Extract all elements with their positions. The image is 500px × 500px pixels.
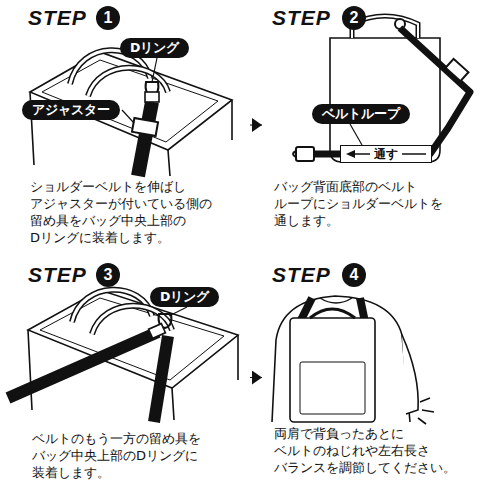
belt-clip — [145, 92, 159, 102]
step-panel: STEP ベルトのもう一方の留め具を バッグ中央上部のDリングに 装着します。 3D… — [0, 255, 250, 500]
step-description: ベルトのもう一方の留め具を バッグ中央上部のDリングに 装着します。 — [32, 430, 242, 481]
callout-label: Dリング — [130, 38, 179, 58]
belt-hook — [293, 151, 296, 157]
person-arm — [402, 335, 418, 414]
callout-label: Dリング — [160, 287, 209, 307]
shoulder-belt — [154, 336, 168, 422]
step-description: 両肩で背負ったあとに ベルトのねじれや左右長さ バランスを調節してください。 — [274, 425, 484, 476]
direction-arrow-head — [346, 150, 355, 158]
step-panel: STEP 両肩で背負ったあとに ベルトのねじれや左右長さ バランスを調節してくださ… — [262, 255, 500, 500]
belt-clip — [296, 147, 314, 161]
step-number: 4 — [342, 263, 366, 287]
shoulder-belt — [8, 332, 158, 398]
bag-back — [330, 38, 440, 162]
backpack — [290, 318, 375, 422]
callout-label: アジャスター — [32, 100, 110, 120]
step-number-circle: 3 — [96, 263, 120, 287]
leader-line — [122, 110, 134, 123]
step-panel: STEP ショルダーベルトを伸ばし アジャスターが付いている側の 留め具をバッグ中… — [0, 0, 250, 250]
step-number-circle: 2 — [342, 6, 366, 30]
step-heading: STEP — [272, 263, 331, 287]
backpack-pocket — [300, 362, 365, 414]
step-heading: STEP — [28, 263, 87, 287]
callout-pill: ベルトループ — [312, 104, 410, 124]
adjuster — [132, 118, 158, 136]
belt-clip — [149, 324, 166, 339]
leader-line — [350, 124, 362, 145]
leader-line — [152, 58, 157, 82]
step-number-circle: 4 — [342, 263, 366, 287]
leader-line — [169, 307, 187, 316]
bag-side — [30, 92, 232, 176]
motion-lines — [418, 398, 434, 424]
step-arrow — [250, 377, 262, 378]
callout-pill: アジャスター — [22, 100, 120, 120]
step-panel: STEP バッグ背面底部のベルト ループにショルダーベルトを 通します。 2 ベルトル… — [262, 0, 500, 250]
person-back — [272, 296, 410, 422]
direction-label: 通す — [370, 147, 402, 161]
shoulder-belt — [138, 102, 152, 176]
step-arrow — [250, 125, 262, 126]
step-number: 3 — [96, 263, 120, 287]
adjuster — [446, 59, 469, 81]
step-description: バッグ背面底部のベルト ループにショルダーベルトを 通します。 — [274, 178, 484, 229]
bag-handle — [310, 309, 355, 318]
step-number-circle: 1 — [96, 6, 120, 30]
direction-box: 通す — [340, 145, 432, 163]
step-heading: STEP — [28, 6, 87, 30]
step-heading: STEP — [272, 6, 331, 30]
shoulder-belt — [312, 28, 470, 154]
person-collar — [320, 298, 352, 303]
callout-pill: Dリング — [150, 287, 219, 307]
callout-pill: Dリング — [120, 38, 189, 58]
belt-loop-fill — [340, 145, 432, 163]
callout-label: ベルトループ — [322, 104, 400, 124]
step-description: ショルダーベルトを伸ばし アジャスターが付いている側の 留め具をバッグ中央上部の… — [30, 178, 240, 246]
step-number: 2 — [342, 6, 366, 30]
step-number: 1 — [96, 6, 120, 30]
